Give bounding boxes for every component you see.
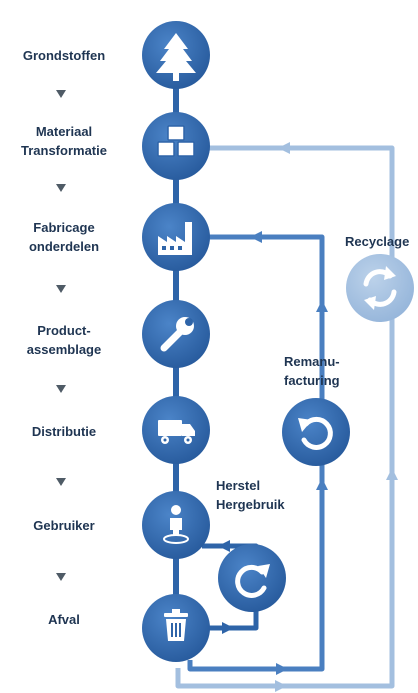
- herstel-arrowhead-1: [222, 622, 234, 634]
- recyclage-arrowhead-3: [386, 468, 398, 480]
- loop-label-remanufacturing: Remanu- facturing: [284, 354, 340, 388]
- down-arrow-3: [56, 285, 66, 293]
- wrench-icon: [160, 317, 194, 352]
- loop-label-recyclage: Recyclage: [345, 234, 410, 249]
- remanufacturing-arrowhead-3: [316, 478, 328, 490]
- loop-circle-recyclage: [346, 254, 414, 322]
- down-arrow-6: [56, 573, 66, 581]
- stage-label-materiaal-transformatie: Materiaal Transformatie: [21, 124, 107, 158]
- down-arrow-2: [56, 184, 66, 192]
- factory-icon: [158, 222, 192, 255]
- stage-label-afval: Afval: [48, 612, 80, 627]
- loop-circle-remanufacturing: [282, 398, 350, 466]
- loop-label-herstel: Herstel Hergebruik: [216, 478, 285, 512]
- down-arrow-1: [56, 90, 66, 98]
- stage-label-productassemblage: Product- assemblage: [26, 323, 102, 357]
- remanufacturing-arrowhead-2: [316, 300, 328, 312]
- refresh-icon-head-2: [364, 296, 376, 310]
- loop-circle-herstel: [218, 544, 286, 612]
- trash-icon: [164, 609, 188, 641]
- recyclage-loop: [175, 145, 395, 689]
- truck-icon: [158, 420, 195, 444]
- recyclage-arrowhead-1: [278, 142, 290, 154]
- remanufacturing-loop: [187, 234, 325, 672]
- stage-label-distributie: Distributie: [31, 424, 97, 439]
- undo-icon: [298, 416, 333, 450]
- tree-icon: [156, 33, 196, 81]
- remanufacturing-arrowhead-1: [250, 231, 262, 243]
- remanufacturing-arrowhead-4: [276, 663, 288, 675]
- recyclage-arrowhead-4: [275, 680, 287, 692]
- herstel-arrowhead-2: [218, 540, 230, 552]
- stage-label-grondstoffen: Grondstoffen: [22, 48, 106, 63]
- redo-icon: [235, 564, 270, 598]
- down-arrow-4: [56, 385, 66, 393]
- cubes-icon: [157, 125, 195, 157]
- user-icon: [163, 505, 189, 544]
- stage-circle-materiaal-transformatie: [142, 112, 210, 180]
- refresh-icon-head-1: [384, 266, 396, 280]
- stage-label-gebruiker: Gebruiker: [33, 518, 95, 533]
- stage-label-fabricage-onderdelen: Fabricage onderdelen: [28, 220, 100, 254]
- down-arrow-5: [56, 478, 66, 486]
